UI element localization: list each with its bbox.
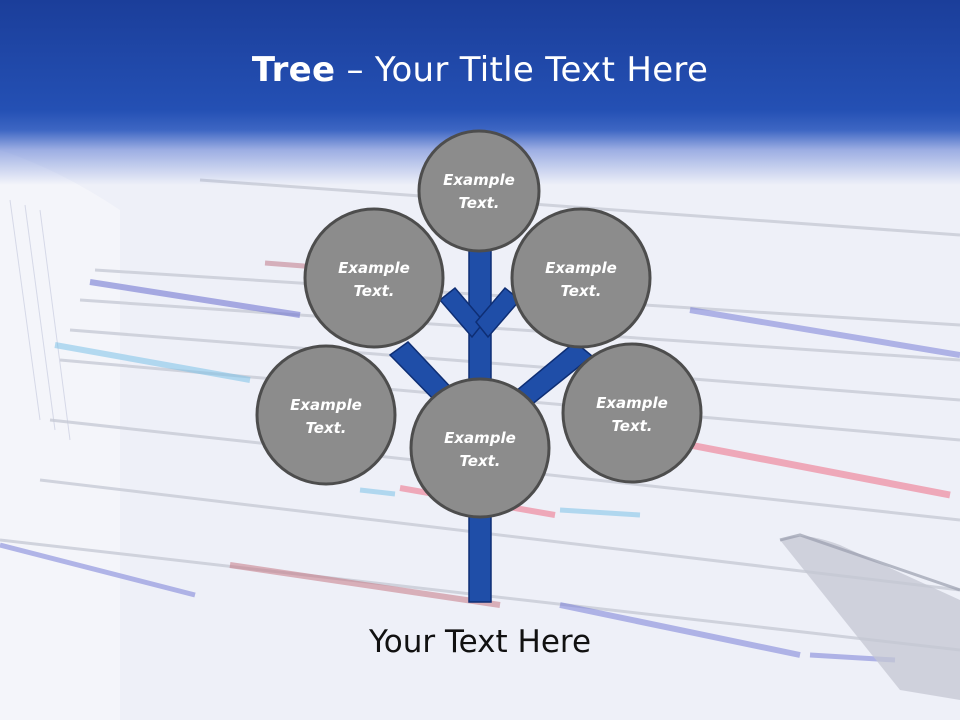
title-dash: – [335, 50, 375, 90]
node-top-line2: Text. [458, 194, 499, 212]
node-lower-left-line1: Example [290, 396, 362, 414]
tree-node-top: Example Text. [417, 129, 541, 253]
node-upper-left-line1: Example [338, 259, 410, 277]
node-upper-right-line2: Text. [560, 282, 601, 300]
node-upper-right-line1: Example [545, 259, 617, 277]
node-center-line2: Text. [459, 452, 500, 470]
tree-node-upper-right: Example Text. [510, 207, 652, 349]
tree-node-lower-right: Example Text. [561, 342, 703, 484]
node-lower-right-line1: Example [596, 394, 668, 412]
node-lower-left-line2: Text. [305, 419, 346, 437]
title-rest: Your Title Text Here [374, 50, 709, 90]
tree-node-upper-left: Example Text. [303, 207, 445, 349]
node-lower-right-line2: Text. [611, 417, 652, 435]
slide-title: Tree – Your Title Text Here [0, 50, 960, 90]
node-center-line1: Example [444, 429, 516, 447]
node-top-line1: Example [443, 171, 515, 189]
tree-node-lower-left: Example Text. [255, 344, 397, 486]
caption-text: Your Text Here [368, 624, 592, 660]
node-upper-left-line2: Text. [353, 282, 394, 300]
branch-upper-right [475, 286, 522, 339]
tree-node-center: Example Text. [409, 377, 551, 519]
title-bold: Tree [251, 50, 336, 90]
